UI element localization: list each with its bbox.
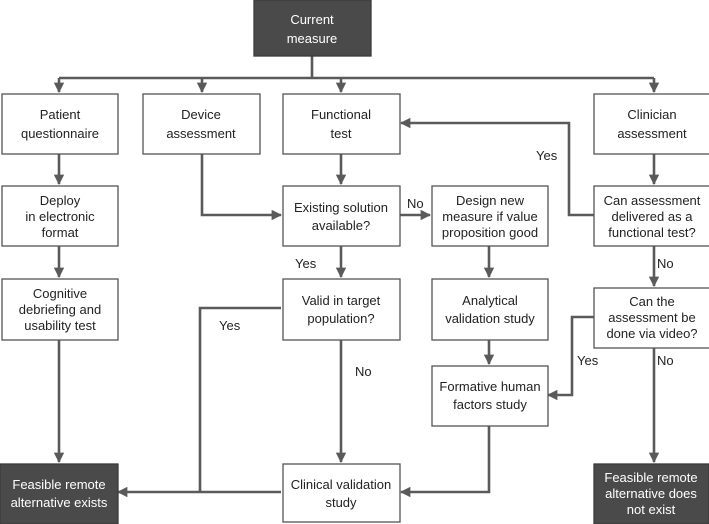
- node-feasible-exists-line2: alternative exists: [11, 495, 108, 510]
- edge-valid-to-feasible: [198, 306, 281, 492]
- node-design-new-measure-line2: measure if value: [442, 209, 537, 224]
- node-clinician-assessment-line2: assessment: [617, 126, 687, 141]
- node-analytical-validation-line2: validation study: [445, 311, 535, 326]
- edge-labels: No Yes Yes No Yes No Yes No: [219, 148, 674, 379]
- node-design-new-measure: Design new measure if value proposition …: [431, 185, 549, 247]
- label-existing-yes: Yes: [295, 256, 317, 271]
- label-functional-no: No: [657, 256, 674, 271]
- label-existing-no: No: [407, 196, 424, 211]
- node-clinician-assessment: Clinician assessment: [593, 93, 709, 155]
- edge-video-to-formative: [546, 315, 594, 401]
- node-functional-test: Functional test: [282, 93, 401, 155]
- node-current-measure-line2: measure: [287, 31, 338, 46]
- node-feasible-not-exist: Feasible remote alternative does not exi…: [593, 463, 709, 524]
- node-valid-target-population: Valid in target population?: [282, 278, 401, 341]
- node-can-done-video-line1: Can the: [629, 294, 675, 309]
- node-patient-questionnaire-line2: questionnaire: [21, 126, 99, 141]
- node-formative-human-factors: Formative human factors study: [431, 365, 549, 427]
- node-cognitive-debriefing-line1: Cognitive: [33, 286, 87, 301]
- node-device-assessment-line2: assessment: [166, 126, 236, 141]
- node-patient-questionnaire: Patient questionnaire: [1, 93, 119, 155]
- node-design-new-measure-line3: proposition good: [442, 225, 538, 240]
- node-deploy-electronic-line3: format: [42, 225, 79, 240]
- node-current-measure-line1: Current: [290, 12, 334, 27]
- node-functional-test-line2: test: [331, 126, 352, 141]
- node-deploy-electronic-line1: Deploy: [40, 193, 81, 208]
- node-clinical-validation-line2: study: [325, 495, 357, 510]
- node-can-done-video-line2: assessment be: [608, 310, 695, 325]
- node-clinical-validation: Clinical validation study: [282, 463, 401, 523]
- label-functional-yes: Yes: [536, 148, 558, 163]
- node-valid-target-population-line2: population?: [307, 311, 374, 326]
- node-analytical-validation: Analytical validation study: [431, 278, 549, 341]
- node-can-done-video: Can the assessment be done via video?: [593, 287, 709, 349]
- node-can-assessment-functional-line2: delivered as a: [612, 209, 694, 224]
- node-existing-solution-line1: Existing solution: [294, 200, 388, 215]
- node-current-measure: Current measure: [253, 0, 372, 57]
- edges: [53, 56, 660, 498]
- label-valid-yes: Yes: [219, 318, 241, 333]
- node-cognitive-debriefing: Cognitive debriefing and usability test: [1, 278, 119, 341]
- label-valid-no: No: [355, 364, 372, 379]
- node-deploy-electronic-line2: in electronic: [25, 209, 95, 224]
- node-design-new-measure-line1: Design new: [456, 193, 525, 208]
- node-formative-human-factors-line2: factors study: [453, 397, 527, 412]
- node-device-assessment-line1: Device: [181, 107, 221, 122]
- node-feasible-exists-line1: Feasible remote: [12, 477, 105, 492]
- label-video-no: No: [657, 353, 674, 368]
- node-feasible-not-exist-line3: not exist: [627, 502, 676, 517]
- node-can-assessment-functional-line1: Can assessment: [604, 193, 701, 208]
- node-can-assessment-functional-line3: functional test?: [608, 225, 695, 240]
- node-valid-target-population-line1: Valid in target: [302, 293, 381, 308]
- node-can-done-video-line3: done via video?: [606, 326, 697, 341]
- node-analytical-validation-line1: Analytical: [462, 293, 518, 308]
- node-feasible-not-exist-line1: Feasible remote: [604, 470, 697, 485]
- node-existing-solution: Existing solution available?: [282, 185, 401, 247]
- node-deploy-electronic: Deploy in electronic format: [1, 185, 119, 247]
- label-video-yes: Yes: [577, 353, 599, 368]
- edge-can-functional-to-functional: [399, 117, 594, 217]
- node-clinician-assessment-line1: Clinician: [627, 107, 676, 122]
- edge-formative-to-clinical: [399, 426, 491, 498]
- node-cognitive-debriefing-line3: usability test: [24, 318, 96, 333]
- edge-device-to-existing: [200, 154, 283, 221]
- node-functional-test-line1: Functional: [311, 107, 371, 122]
- node-existing-solution-line2: available?: [312, 218, 371, 233]
- node-patient-questionnaire-line1: Patient: [40, 107, 81, 122]
- node-can-assessment-functional: Can assessment delivered as a functional…: [593, 185, 709, 247]
- node-formative-human-factors-line1: Formative human: [439, 379, 540, 394]
- node-feasible-not-exist-line2: alternative does: [605, 486, 697, 501]
- node-clinical-validation-line1: Clinical validation: [291, 477, 391, 492]
- node-feasible-exists: Feasible remote alternative exists: [0, 463, 119, 524]
- node-cognitive-debriefing-line2: debriefing and: [19, 302, 101, 317]
- node-device-assessment: Device assessment: [142, 93, 261, 155]
